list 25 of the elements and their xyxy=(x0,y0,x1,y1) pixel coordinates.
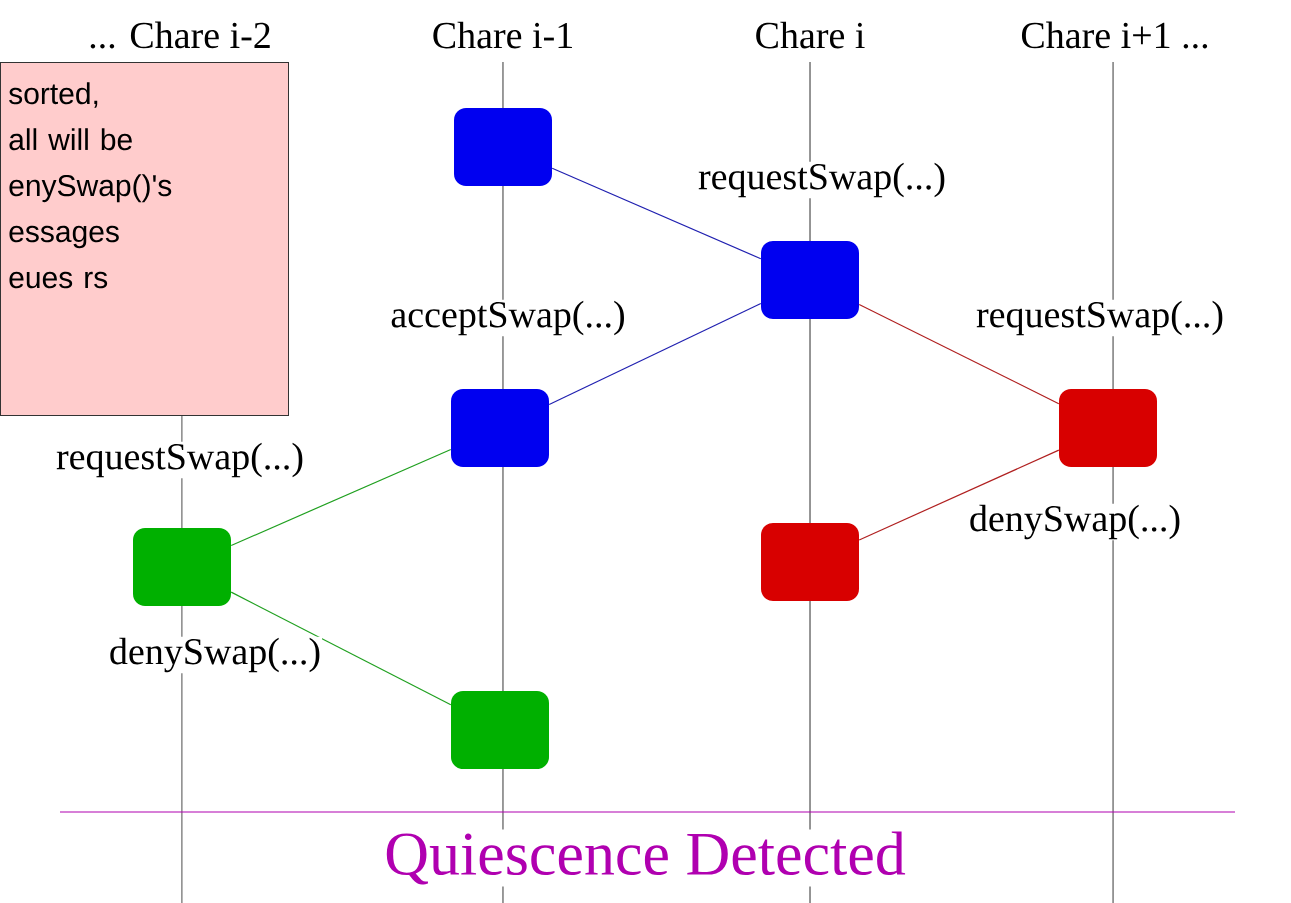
note-box: sorted, all will be enySwap()'s essages eues rs xyxy=(0,62,289,416)
message-line xyxy=(858,449,1060,541)
column-heading: Chare i-1 xyxy=(430,20,576,50)
column-heading: ... Chare i-2 xyxy=(87,20,273,50)
message-line xyxy=(548,302,762,406)
edge-label: requestSwap(...) xyxy=(975,299,1225,337)
edge-label: acceptSwap(...) xyxy=(389,299,627,337)
edge-label: denySwap(...) xyxy=(107,636,323,674)
status-text: Quiescence Detected xyxy=(382,829,908,887)
edge-label: requestSwap(...) xyxy=(55,441,305,479)
message-box xyxy=(761,241,859,319)
message-box xyxy=(1059,389,1157,467)
edge-label: denySwap(...) xyxy=(967,503,1183,541)
message-line xyxy=(230,448,452,547)
message-box xyxy=(133,528,231,606)
column-heading: Chare i xyxy=(753,20,867,50)
message-line xyxy=(858,303,1060,405)
message-box xyxy=(451,389,549,467)
message-box xyxy=(761,523,859,601)
edge-label: requestSwap(...) xyxy=(697,161,947,199)
message-box xyxy=(451,691,549,769)
message-line xyxy=(230,591,452,706)
message-box xyxy=(454,108,552,186)
message-line xyxy=(551,167,762,260)
column-heading: Chare i+1 ... xyxy=(1019,20,1211,50)
